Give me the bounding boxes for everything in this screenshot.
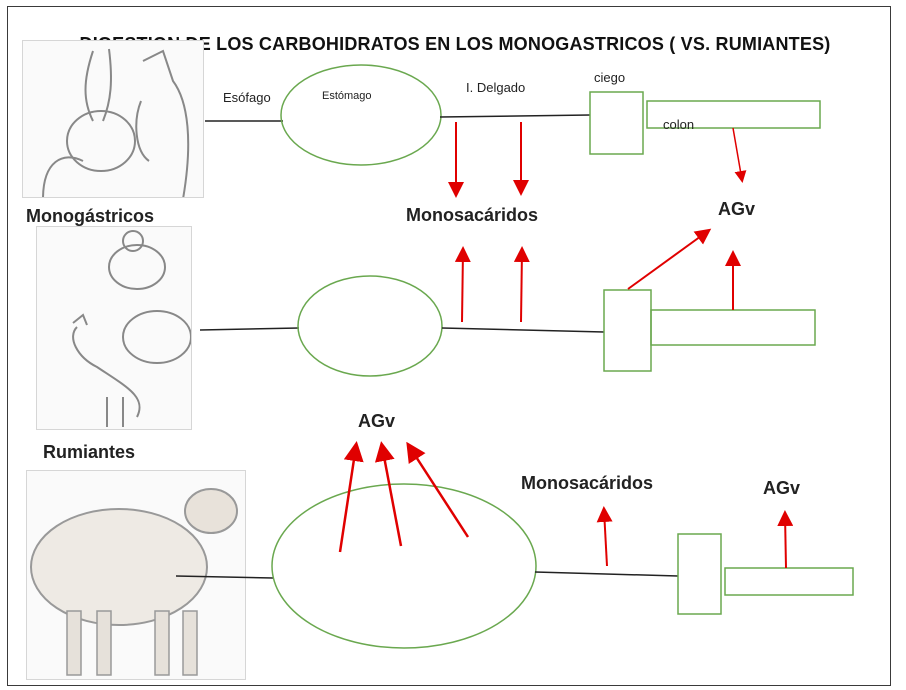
- arrow-colon-agv: [732, 127, 747, 183]
- arrow-colon-agv: [777, 510, 794, 569]
- cecum: [589, 91, 644, 155]
- stomach: [297, 275, 443, 377]
- stomach: [280, 64, 442, 166]
- rumen: [271, 483, 537, 649]
- vfa-label-bottom: AGv: [763, 478, 801, 498]
- tract-row-1: [205, 64, 821, 198]
- colon-label: colon: [663, 117, 695, 132]
- small-intestine-line: [534, 571, 679, 577]
- sheep-illustration: [26, 470, 246, 680]
- arrow-rumen-2: [374, 441, 403, 547]
- rabbit-and-donkey-illustration: [22, 40, 204, 198]
- colon: [650, 309, 816, 346]
- arrow-intestine-up: [596, 506, 613, 567]
- diagram-frame: [7, 6, 891, 686]
- monosaccharides-label-bottom: Monosacáridos: [521, 473, 654, 493]
- diagram-title: DIGESTION DE LOS CARBOHIDRATOS EN LOS MO…: [79, 34, 831, 54]
- monosaccharides-label-top: Monosacáridos: [406, 205, 539, 225]
- tract-row-2: [199, 228, 816, 377]
- vfa-label-rumen: AGv: [358, 411, 396, 431]
- arrow-up-1: [454, 246, 471, 323]
- ruminants-section-label: Rumiantes: [43, 442, 136, 462]
- vfa-label-top: AGv: [718, 199, 756, 219]
- small-intestine-line: [439, 114, 591, 118]
- arrow-up-2: [513, 246, 530, 323]
- monogastrics-section-label: Monogástricos: [26, 206, 155, 226]
- small-intestine-label: I. Delgado: [466, 80, 526, 95]
- esophagus-line: [199, 327, 300, 331]
- esophagus-label: Esófago: [223, 90, 271, 105]
- cecum: [603, 289, 652, 372]
- stomach-label: Estómago: [322, 90, 372, 102]
- arrow-cecum-agv: [627, 228, 712, 290]
- arrow-rumen-1: [338, 441, 364, 553]
- arrow-rumen-3: [406, 441, 470, 538]
- dog-pig-chicken-illustration: [36, 226, 192, 430]
- small-intestine-line: [441, 327, 605, 333]
- tract-row-3: [175, 441, 854, 649]
- cecum: [677, 533, 722, 615]
- colon: [724, 567, 854, 596]
- esophagus-line: [175, 575, 274, 579]
- cecum-label: ciego: [594, 70, 626, 85]
